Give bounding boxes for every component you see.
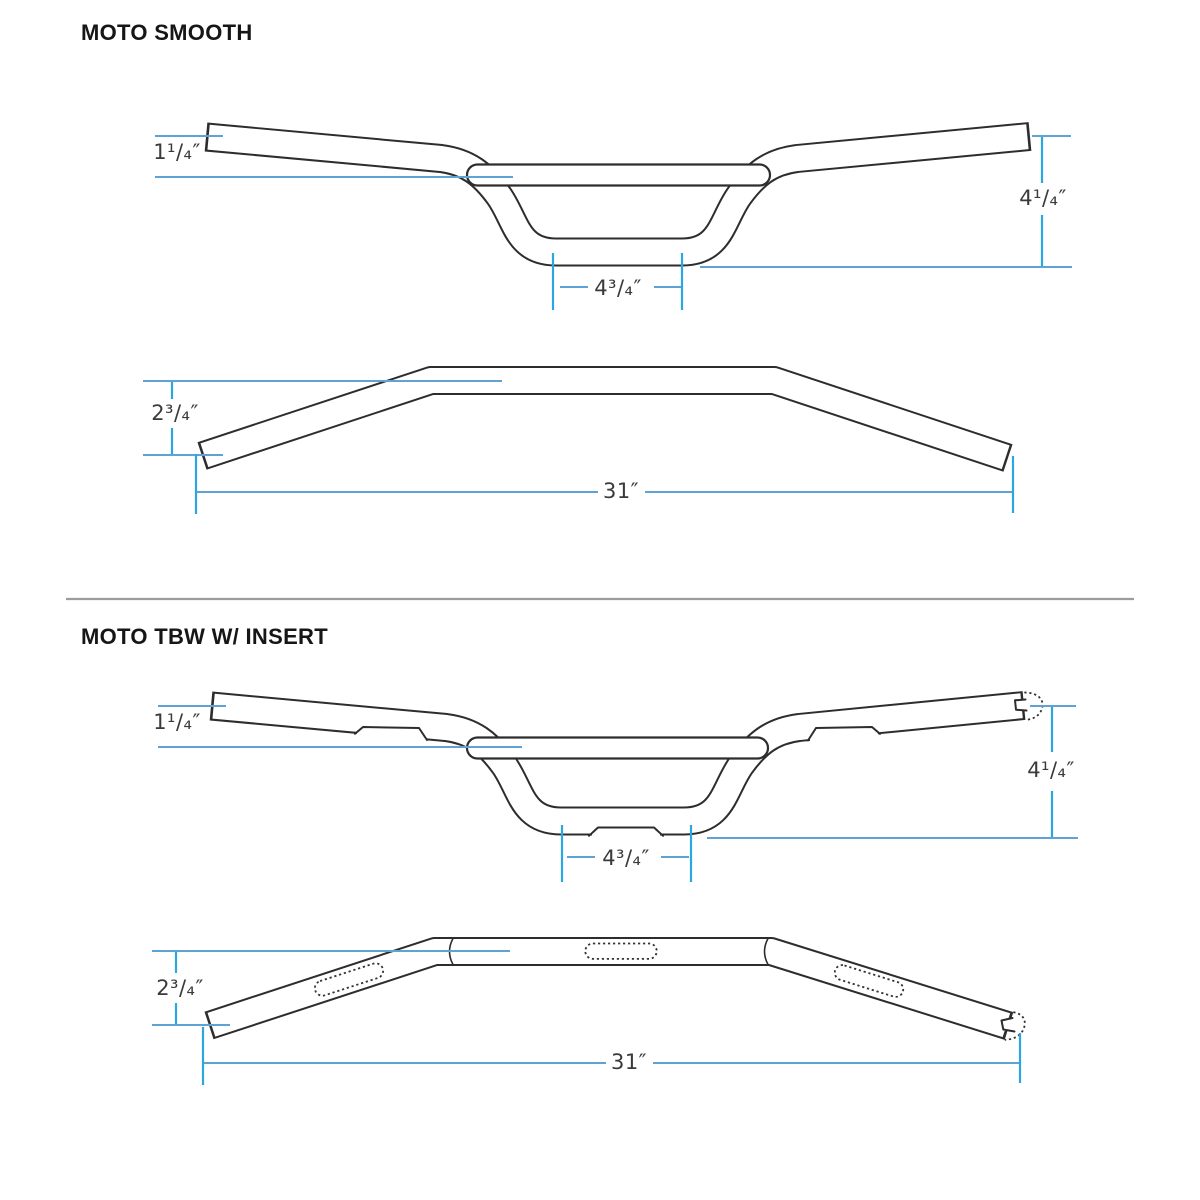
insert-slot-left: [314, 962, 384, 997]
dim-label-grip-rise-smooth: 1¹/₄″: [153, 140, 201, 164]
dim-label-bar-height-smooth: 4¹/₄″: [1019, 186, 1067, 210]
dim-label-sweep-tbw: 2³/₄″: [156, 976, 204, 1000]
moto-smooth-front-view: [155, 122, 1072, 310]
dim-label-clamp-width-tbw: 4³/₄″: [602, 846, 650, 870]
handlebar-fill: [200, 368, 1010, 470]
dim-label-overall-width-smooth: 31″: [602, 479, 640, 503]
clamp-pad: [588, 826, 664, 837]
dim-label-bar-height-tbw: 4¹/₄″: [1027, 758, 1075, 782]
section-title-moto-smooth: MOTO SMOOTH: [81, 20, 253, 45]
insert-seam-right: [763, 937, 769, 966]
moto-smooth-top-view: [143, 366, 1015, 514]
insert-slot-center: [584, 942, 658, 960]
end-notch: [1000, 1017, 1016, 1033]
dim-label-overall-width-tbw: 31″: [610, 1050, 648, 1074]
handlebar-fill: [207, 939, 1011, 1038]
moto-tbw-top-view: [152, 937, 1026, 1085]
handlebar-fill: [207, 124, 1029, 265]
insert-step-left: [354, 726, 428, 741]
crossbar: [465, 736, 770, 760]
section-title-moto-tbw: MOTO TBW W/ INSERT: [81, 624, 328, 649]
crossbar: [465, 163, 772, 187]
moto-tbw-front-view: [158, 691, 1078, 882]
insert-end-cap: [1004, 1011, 1026, 1041]
dim-label-clamp-width-smooth: 4³/₄″: [594, 276, 642, 300]
step-mask: [357, 729, 426, 741]
end-notch: [1014, 698, 1028, 712]
insert-step-right: [807, 726, 881, 742]
step-mask: [810, 729, 878, 741]
insert-slot-right: [833, 964, 905, 998]
dim-label-grip-rise-tbw: 1¹/₄″: [153, 710, 201, 734]
end-notch-mask: [1014, 699, 1027, 711]
handlebar-fill: [212, 693, 1023, 834]
dim-label-sweep-smooth: 2³/₄″: [151, 401, 199, 425]
pad-mask: [592, 829, 660, 839]
